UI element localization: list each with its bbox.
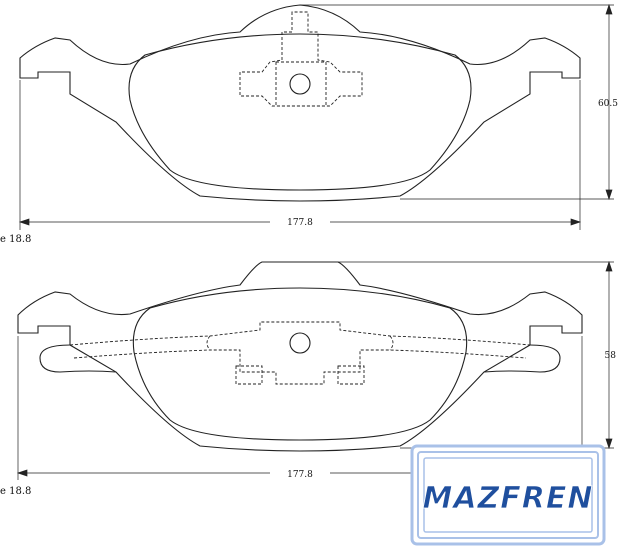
bottom-height-dimension: 58: [605, 351, 617, 361]
top-dimension-lines: [18, 3, 614, 230]
bottom-thickness-label: e 18.8: [0, 486, 31, 497]
top-center-feature: [239, 11, 363, 107]
mazfren-logo-text: MAZFREN: [422, 481, 593, 516]
top-thickness-label: e 18.8: [0, 234, 31, 245]
bottom-right-loop: [483, 344, 561, 373]
top-friction-outline: [128, 33, 472, 191]
top-center-hole: [289, 73, 311, 95]
bottom-spring-feature: [69, 321, 531, 385]
top-pad-drawing: [18, 3, 614, 230]
bottom-width-dimension: 177.8: [287, 470, 313, 480]
mazfren-logo: MAZFREN: [410, 444, 606, 546]
bottom-friction-outline: [132, 287, 468, 441]
bottom-left-loop: [39, 344, 117, 373]
top-width-dimension: 177.8: [287, 218, 313, 228]
bottom-center-hole: [289, 332, 311, 354]
top-height-dimension: 60.5: [598, 99, 618, 109]
bottom-pad-outline: [17, 261, 583, 452]
bottom-pad-drawing: [16, 260, 614, 480]
top-pad-outline: [19, 4, 581, 202]
